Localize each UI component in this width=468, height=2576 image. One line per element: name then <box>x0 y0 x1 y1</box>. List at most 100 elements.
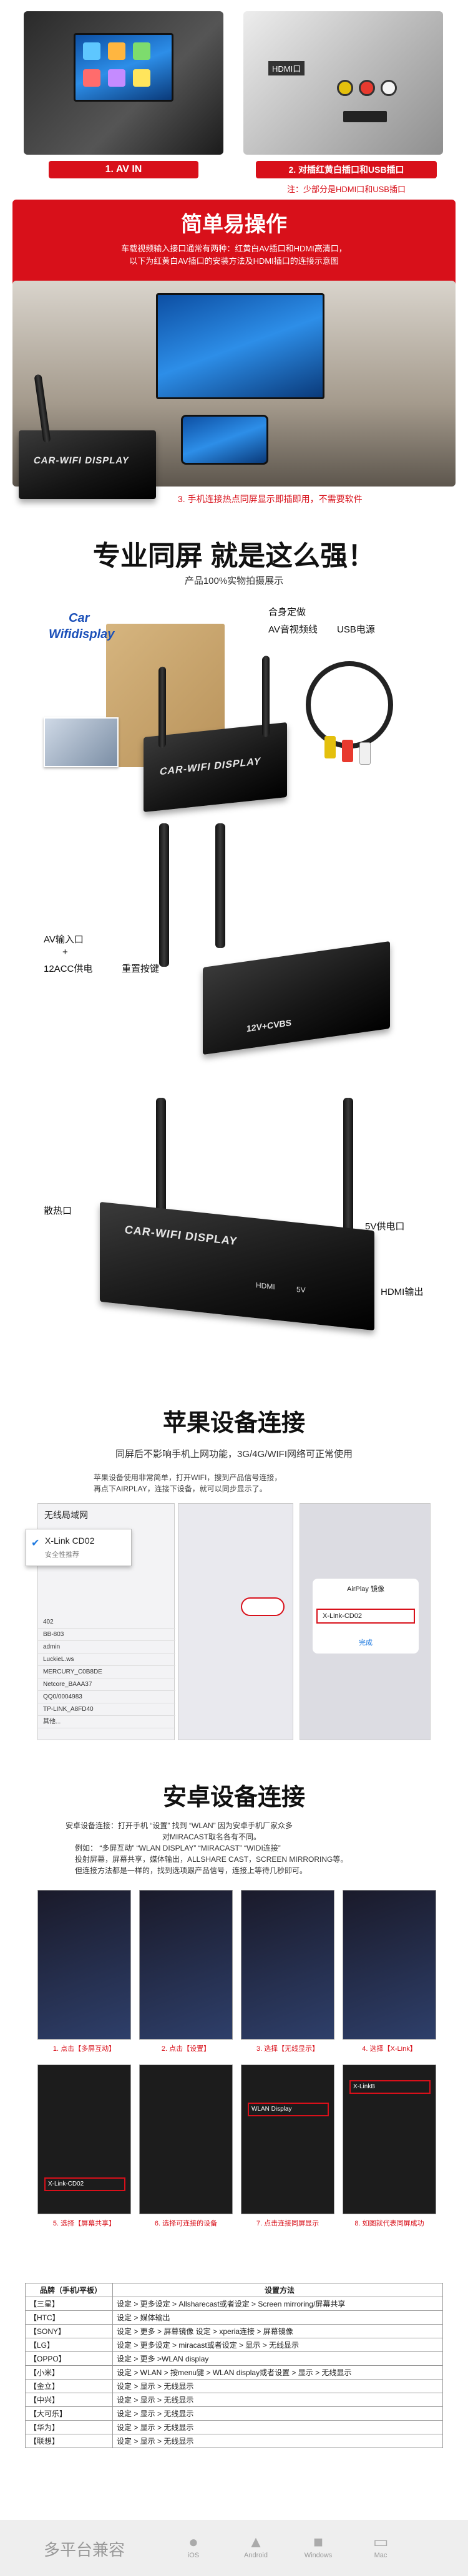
head-unit-screen <box>74 33 173 102</box>
monitor-icon: ▭ <box>373 2532 389 2551</box>
method-cell: 设定 > 显示 > 无线显示 <box>112 2393 443 2407</box>
android-caption: 4. 选择【X-Link】 <box>362 2045 417 2053</box>
wifi-item[interactable]: admin <box>38 1641 175 1654</box>
android-shot: X-LinkB <box>343 2065 436 2214</box>
device-label: CAR-WIFI DISPLAY <box>32 455 130 466</box>
device-main-label: CAR-WIFI DISPLAY <box>158 756 262 778</box>
airplay-button[interactable] <box>241 1597 285 1616</box>
check-icon: ✔ <box>31 1538 40 1549</box>
label-av-cable: AV音视频线 <box>268 624 318 635</box>
port-hdmi: HDMI <box>256 1281 275 1292</box>
android-icon: ▲ <box>248 2532 264 2551</box>
wifi-item[interactable]: MERCURY_C0B8DE <box>38 1666 175 1678</box>
brand-table-wrap: 品牌（手机/平板） 设置方法 【三星】设定 > 更多设定 > Allsharec… <box>25 2283 443 2448</box>
label-plus: + <box>62 947 68 957</box>
table-row: 【联想】设定 > 显示 > 无线显示 <box>25 2434 443 2448</box>
phone-mirror <box>181 415 268 465</box>
method-cell: 设定 > 显示 > 无线显示 <box>112 2379 443 2393</box>
platform-windows: ■ Windows <box>300 2532 337 2559</box>
center-console-screen <box>156 293 324 399</box>
platform-label: Windows <box>304 2552 333 2559</box>
section-product: 专业同屏 就是这么强！ 产品100%实物拍摄展示 Car Wifidisplay… <box>0 530 468 879</box>
android-caption: 3. 选择【无线显示】 <box>256 2045 319 2053</box>
android-caption: 6. 选择可连接的设备 <box>154 2220 218 2227</box>
cable-ports-photo: HDMI口 <box>243 11 443 155</box>
wifi-item[interactable]: BB-803 <box>38 1629 175 1641</box>
wifi-item[interactable]: Netcore_BAAA37 <box>38 1678 175 1691</box>
platform-label: iOS <box>187 2552 200 2559</box>
wifi-item[interactable]: QQ0/0004983 <box>38 1691 175 1703</box>
wifi-selected-card[interactable]: ✔ X-Link CD02 安全性推荐 <box>26 1529 132 1566</box>
wifi-item[interactable]: 其他... <box>38 1716 175 1728</box>
brand-cell: 【LG】 <box>25 2338 113 2352</box>
footer-title: 多平台兼容 <box>44 2540 125 2559</box>
method-cell: 设定 > 媒体输出 <box>112 2310 443 2325</box>
label-av-in: 1. AV IN <box>49 161 198 178</box>
brand-cell: 【SONY】 <box>25 2324 113 2338</box>
box-brand-wifidisplay: Wifidisplay <box>49 627 115 641</box>
note-hdmi: 注：少部分是HDMI口和USB插口 <box>287 185 406 194</box>
header-brand: 品牌（手机/平板） <box>25 2283 113 2297</box>
android-shot <box>139 1890 233 2040</box>
method-cell: 设定 > 显示 > 无线显示 <box>112 2406 443 2421</box>
screen-device-name[interactable]: X-LinkB <box>349 2080 431 2094</box>
table-row: 【华为】设定 > 显示 > 无线显示 <box>25 2420 443 2434</box>
device-front: CAR-WIFI DISPLAY HDMI 5V <box>100 1201 374 1331</box>
product-subtitle: 产品100%实物拍摄展示 <box>184 576 284 586</box>
car-mini-photo <box>44 717 119 767</box>
apple-title: 苹果设备连接 <box>162 1410 305 1436</box>
airplay-device-row[interactable]: X-Link-CD02 <box>316 1609 415 1624</box>
label-reset: 重置按键 <box>122 964 160 974</box>
port-5v: 5V <box>296 1284 306 1295</box>
label-usb-power: USB电源 <box>337 624 375 635</box>
android-caption: 7. 点击连接同屏显示 <box>256 2220 319 2227</box>
section-android: 安卓设备连接 安卓设备连接：打开手机 “设置” 找到 “WLAN” 因为安卓手机… <box>0 1778 468 2289</box>
table-row: 【小米】设定 > WLAN > 按menu键 > WLAN display或者设… <box>25 2365 443 2380</box>
table-row: 【OPPO】设定 > 更多 >WLAN display <box>25 2351 443 2366</box>
label-rca-usb: 2. 对插红黄白插口和USB插口 <box>256 161 437 178</box>
android-shot <box>139 2065 233 2214</box>
android-desc-2: 对MIRACAST取名各有不同。 <box>162 1833 261 1841</box>
section-apple: 苹果设备连接 同屏后不影响手机上网功能，3G/4G/WIFI网络可正常使用 苹果… <box>0 1403 468 1753</box>
android-caption: 8. 如图就代表同屏成功 <box>354 2220 424 2227</box>
section-ports-back: 12V+CVBS AV输入口 + 12ACC供电 重置按键 <box>0 823 468 1060</box>
airplay-done[interactable]: 完成 <box>359 1639 373 1647</box>
wifi-item[interactable]: LuckieL.ws <box>38 1654 175 1666</box>
screen-device-name[interactable]: X-Link-CD02 <box>44 2177 125 2191</box>
brand-cell: 【OPPO】 <box>25 2351 113 2366</box>
box-brand-car: Car <box>69 611 90 625</box>
wifi-selected-name: X-Link CD02 <box>45 1536 95 1546</box>
wifi-item[interactable]: TP-LINK_A8FD40 <box>38 1703 175 1716</box>
method-cell: 设定 > 更多 > 屏幕镜像 设定 > xperia连接 > 屏幕镜像 <box>112 2324 443 2338</box>
android-shot: X-Link-CD02 <box>37 2065 131 2214</box>
apple-desc-1: 苹果设备使用非常简单，打开WIFI，搜到产品信号连接， <box>94 1473 282 1482</box>
android-desc-5: 但连接方法都是一样的，找到选项跟产品信号，连接上等待几秒即可。 <box>75 1866 308 1875</box>
android-caption: 1. 点击【多屏互动】 <box>52 2045 116 2053</box>
table-row: 【金立】设定 > 显示 > 无线显示 <box>25 2379 443 2393</box>
car-dashboard-photo <box>24 11 223 155</box>
section-ports-front: CAR-WIFI DISPLAY HDMI 5V 散热口 5V供电口 HDMI输… <box>0 1098 468 1360</box>
iphone-wifi-screen: 无线局域网 ✔ X-Link CD02 安全性推荐 402 BB-803 adm… <box>26 1503 175 1740</box>
label-acc: 12ACC供电 <box>44 964 93 974</box>
brand-cell: 【中兴】 <box>25 2393 113 2407</box>
android-shot <box>343 1890 436 2040</box>
screen-device-name[interactable]: WLAN Display <box>248 2103 329 2116</box>
android-shot <box>37 1890 131 2040</box>
label-av-input: AV输入口 <box>44 934 84 945</box>
method-cell: 设定 > 显示 > 无线显示 <box>112 2420 443 2434</box>
wifi-item[interactable]: 402 <box>38 1616 175 1629</box>
table-row: 【SONY】设定 > 更多 > 屏幕镜像 设定 > xperia连接 > 屏幕镜… <box>25 2324 443 2338</box>
label-fan: 散热口 <box>44 1206 72 1216</box>
iphone-airplay-screen: AirPlay 镜像 X-Link-CD02 完成 <box>300 1503 431 1740</box>
airplay-device: X-Link-CD02 <box>323 1612 362 1620</box>
platform-ios: ● iOS <box>175 2532 212 2559</box>
brand-cell: 【大可乐】 <box>25 2406 113 2421</box>
android-caption: 5. 选择【屏幕共享】 <box>52 2220 116 2227</box>
apple-subtitle: 同屏后不影响手机上网功能，3G/4G/WIFI网络可正常使用 <box>115 1449 353 1460</box>
method-cell: 设定 > 更多设定 > Allsharecast或者设定 > Screen mi… <box>112 2297 443 2311</box>
method-cell: 设定 > 显示 > 无线显示 <box>112 2434 443 2448</box>
platform-label: Android <box>244 2552 268 2559</box>
brand-cell: 【联想】 <box>25 2434 113 2448</box>
apple-icon: ● <box>188 2532 198 2551</box>
platform-mac: ▭ Mac <box>362 2532 399 2559</box>
